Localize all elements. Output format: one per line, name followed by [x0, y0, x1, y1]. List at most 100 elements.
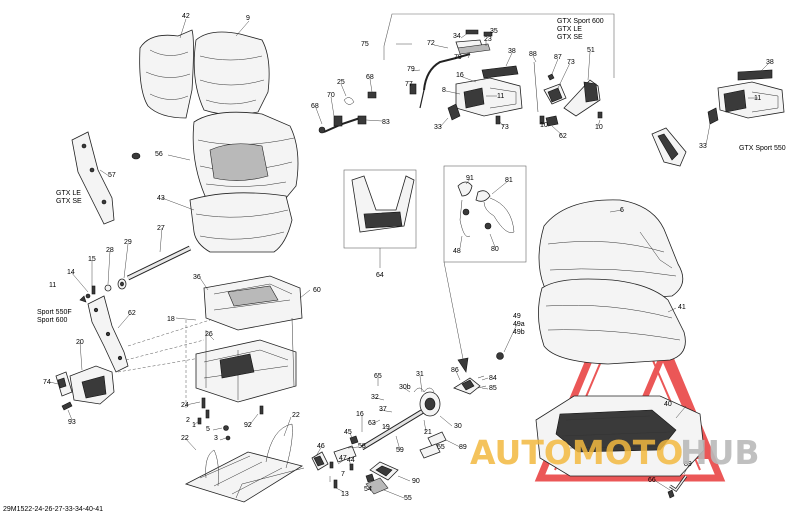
pin-88 [533, 61, 539, 113]
callout-91: 91 [466, 175, 474, 182]
clip-49 [496, 352, 504, 360]
callout-68a: 68 [366, 74, 374, 81]
watermark-text: AUTOMOTO HUB [470, 433, 760, 472]
lever-86 [453, 377, 481, 395]
callout-89a: 89 [459, 444, 467, 451]
callout-59: 59 [396, 447, 404, 454]
callout-57: 57 [108, 172, 116, 179]
clip-33-center [447, 103, 461, 121]
callout-27: 27 [157, 225, 165, 232]
callout-54: 54 [364, 486, 372, 493]
callout-1: 1 [192, 422, 196, 429]
strap-23 [457, 43, 491, 55]
bracket-55-lower [419, 443, 441, 459]
callout-83: 83 [382, 119, 390, 126]
callout-11a: 11 [497, 93, 504, 100]
callout-64: 64 [376, 272, 384, 279]
callout-36: 36 [193, 274, 201, 281]
screw-11 [79, 295, 87, 303]
callout-93: 93 [68, 419, 76, 426]
callout-38a: 38 [508, 48, 516, 55]
callout-30: 30 [454, 423, 462, 430]
callout-65: 65 [374, 373, 382, 380]
callout-47: 47 [339, 455, 347, 462]
variant-sport-550f: Sport 550F [37, 309, 72, 316]
callout-87: 87 [554, 54, 562, 61]
pad-38-center [481, 65, 519, 79]
callout-43: 43 [157, 195, 165, 202]
bracket-16 [455, 77, 523, 117]
callout-92: 92 [244, 422, 252, 429]
callout-13: 13 [341, 491, 349, 498]
callout-15: 15 [88, 256, 96, 263]
callout-25: 25 [337, 79, 345, 86]
callout-16b: 16 [356, 411, 364, 418]
callout-37: 37 [379, 406, 387, 413]
callout-29: 29 [124, 239, 132, 246]
callout-77: 77 [405, 81, 413, 88]
callout-62b: 62 [128, 310, 136, 317]
callout-56: 56 [155, 151, 163, 158]
callout-90: 90 [412, 478, 420, 485]
callout-18: 18 [167, 316, 175, 323]
callout-46: 46 [317, 443, 325, 450]
callout-7: 7 [341, 471, 345, 478]
callout-22a: 22 [181, 435, 189, 442]
seat-cover-9 [193, 31, 270, 115]
rubber-mat-22 [184, 423, 305, 503]
screw-87 [547, 73, 555, 81]
clip-35 [483, 31, 493, 37]
callout-58: 58 [358, 443, 366, 450]
leader-lines [49, 18, 769, 499]
pad-38-right [737, 69, 773, 81]
washer-29 [117, 278, 127, 290]
seat-base-40 [535, 395, 705, 477]
strap-55 [365, 477, 389, 495]
bracket-11-right [717, 81, 785, 119]
seat-foam-43 [189, 192, 293, 253]
screw-73-center [495, 115, 501, 125]
seat-frame-36 [203, 275, 303, 331]
callout-38b: 38 [766, 59, 774, 66]
screw-10 [539, 111, 603, 125]
variant-gtx-sport-600: GTX Sport 600 [557, 18, 604, 25]
callout-11b: 11 [754, 95, 761, 102]
callout-49: 49 [513, 313, 521, 320]
callout-48: 48 [453, 248, 461, 255]
callout-10b: 10 [595, 124, 603, 131]
callout-66: 66 [648, 477, 656, 484]
plate-58 [333, 445, 357, 463]
clip-74 [55, 371, 73, 397]
callout-30b: 30b [399, 384, 411, 391]
callout-85: 85 [489, 385, 497, 392]
screw-47 [329, 461, 334, 469]
arm-bracket-62 [87, 295, 129, 373]
callout-89b: 89 [684, 461, 692, 468]
plate-51 [563, 79, 601, 117]
fastener-93 [61, 401, 73, 411]
variant-gtx-le: GTX LE [557, 26, 582, 33]
side-bracket-57 [71, 131, 115, 225]
rod-27 [126, 245, 192, 281]
variant-gtx-sport-550: GTX Sport 550 [739, 145, 786, 152]
detail-pointer-arrow [443, 261, 469, 373]
callout-33a: 33 [434, 124, 442, 131]
key-34 [465, 29, 479, 35]
block-46 [311, 451, 329, 471]
detail-box-64 [343, 169, 417, 249]
callout-55a: 55 [437, 444, 445, 451]
nut-3 [225, 435, 231, 441]
callout-11c: 11 [49, 282, 56, 289]
screw-44 [349, 463, 354, 471]
callout-34: 34 [453, 33, 461, 40]
callout-21: 21 [424, 429, 432, 436]
callout-75: 75 [361, 41, 369, 48]
screw-2 [197, 417, 202, 425]
callout-74: 74 [43, 379, 51, 386]
callout-63: 63 [368, 420, 376, 427]
callout-19: 19 [382, 424, 390, 431]
callout-42: 42 [182, 13, 190, 20]
callout-23: 23 [484, 36, 492, 43]
callout-51: 51 [587, 47, 595, 54]
